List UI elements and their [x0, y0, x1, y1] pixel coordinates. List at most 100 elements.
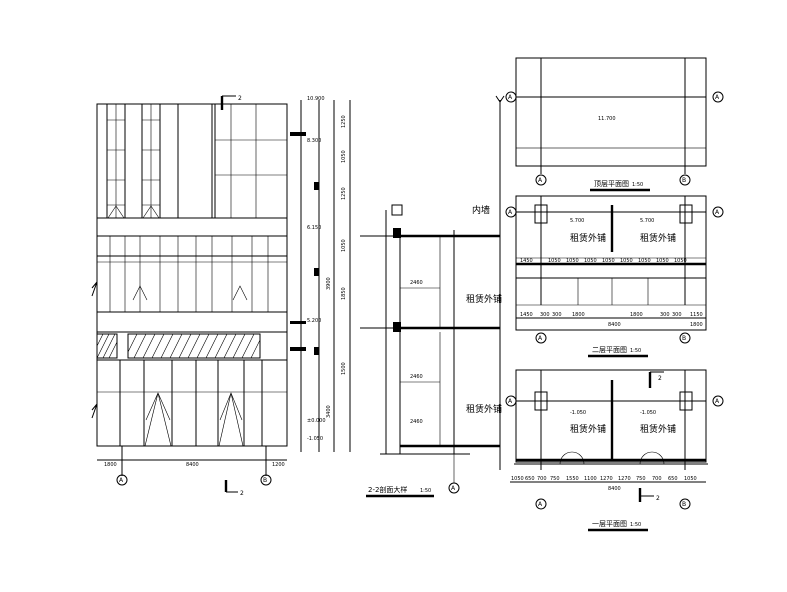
cut-mark-plan: 2 [658, 375, 662, 382]
level-label: 5.700 [570, 218, 584, 224]
roof-plan-scale: 1:50 [632, 182, 643, 188]
window-dim: 1050 [656, 258, 669, 264]
vert-dim: 3400 [326, 405, 332, 418]
bottom-dim: 700 [537, 476, 547, 482]
axis-label: B [682, 177, 686, 184]
inner-wall-label: 内墙 [472, 204, 490, 216]
section-dim: 2460 [410, 280, 423, 286]
vert-dim: 1250 [341, 187, 347, 200]
section-dim: 2460 [410, 374, 423, 380]
room-label: 租赁外铺 [570, 423, 606, 435]
bottom-dim: 300 [552, 312, 562, 318]
axis-label: B [263, 477, 267, 484]
end-dim: 1800 [690, 322, 703, 328]
window-dim: 1050 [548, 258, 561, 264]
roof-level: 11.700 [598, 116, 616, 122]
axis-label: A [715, 94, 720, 101]
canopy-hatch [96, 333, 261, 359]
bottom-dim: 700 [652, 476, 662, 482]
level-label: -1.050 [570, 410, 586, 416]
bottom-dim: 1800 [572, 312, 585, 318]
axis-label: A [451, 485, 456, 492]
bottom-dim: 650 [525, 476, 535, 482]
vert-dim: 1050 [341, 150, 347, 163]
bottom-dim: 300 [540, 312, 550, 318]
axis-label: A [119, 477, 124, 484]
axis-label: A [508, 209, 513, 216]
section-title: 2-2剖面大样 [368, 485, 407, 494]
front-elevation: 2 10.900 8.300 6.150 5.200 ±0.000 -1.050… [91, 95, 351, 497]
axis-label: A [715, 209, 720, 216]
shop-label: 租赁外铺 [466, 293, 502, 305]
axis-label: A [538, 177, 543, 184]
cut-mark-bottom: 2 [240, 490, 244, 497]
shopfront [97, 360, 287, 447]
bottom-dim: 1050 [684, 476, 697, 482]
axis-label: A [538, 501, 543, 508]
axis-label: A [715, 398, 720, 405]
axis-label: B [682, 501, 686, 508]
second-floor-plan: A A 5.700 5.700 租赁外铺 租赁外铺 1450 1050 1050… [505, 195, 724, 358]
section-dim: 2460 [410, 419, 423, 425]
elev-label: ±0.000 [307, 418, 326, 424]
bottom-dim: 300 [672, 312, 682, 318]
vert-dim: 1050 [341, 239, 347, 252]
axis-label: A [508, 94, 513, 101]
first-floor-plan: 2 A A -1.050 -1.050 租赁外铺 租赁外铺 1050 650 7… [505, 369, 724, 532]
bottom-dim: 1150 [690, 312, 703, 318]
bottom-dim: 300 [660, 312, 670, 318]
bottom-dim: 650 [668, 476, 678, 482]
cut-mark-plan: 2 [656, 495, 660, 502]
section-scale: 1:50 [420, 488, 431, 494]
vert-dim: 1500 [341, 362, 347, 375]
room-label: 租赁外铺 [570, 232, 606, 244]
bottom-dim: 750 [550, 476, 560, 482]
cut-mark-top: 2 [238, 95, 242, 102]
bottom-dim: 1800 [630, 312, 643, 318]
roof-plan-title: 顶层平面图 [594, 180, 629, 188]
bottom-dim: 1200 [272, 462, 285, 468]
bottom-dim: 1270 [600, 476, 613, 482]
elev-label: 10.900 [307, 96, 325, 102]
bottom-dim: 1800 [104, 462, 117, 468]
window-dim: 1050 [638, 258, 651, 264]
vert-dim: 1250 [341, 115, 347, 128]
window-dim: 1050 [566, 258, 579, 264]
window-dim: 1450 [520, 258, 533, 264]
first-plan-title: 一层平面图 [592, 520, 627, 528]
vert-dim: 1850 [341, 287, 347, 300]
axis-label: A [508, 398, 513, 405]
elevation-markers [290, 132, 319, 355]
bottom-dim: 1270 [618, 476, 631, 482]
first-plan-scale: 1:50 [630, 522, 641, 528]
level-label: 5.700 [640, 218, 654, 224]
section-2-2: 2460 2460 2460 内墙 租赁外铺 租赁外铺 A 2-2剖面大样 1:… [360, 95, 505, 498]
room-label: 租赁外铺 [640, 232, 676, 244]
shop-label: 租赁外铺 [466, 403, 502, 415]
axis-label: B [682, 335, 686, 342]
window-dim: 1050 [674, 258, 687, 264]
roof-plan: A A A B 11.700 顶层平面图 1:50 [505, 57, 724, 192]
bottom-dim: 1550 [566, 476, 579, 482]
bottom-dim: 1100 [584, 476, 597, 482]
second-floor-windows [97, 236, 287, 312]
room-label: 租赁外铺 [640, 423, 676, 435]
elev-label: 8.300 [307, 138, 321, 144]
total-dim: 8400 [608, 322, 621, 328]
axis-label: A [538, 335, 543, 342]
bottom-dim: 1450 [520, 312, 533, 318]
second-plan-scale: 1:50 [630, 348, 641, 354]
window-dim: 1050 [620, 258, 633, 264]
level-label: -1.050 [640, 410, 656, 416]
bottom-dim: 750 [636, 476, 646, 482]
window-dim: 1050 [584, 258, 597, 264]
window-dim: 1050 [602, 258, 615, 264]
total-dim: 8400 [608, 486, 621, 492]
elev-label: -1.050 [307, 436, 323, 442]
bottom-dim: 1050 [511, 476, 524, 482]
vert-dim: 3900 [326, 277, 332, 290]
second-plan-title: 二层平面图 [592, 346, 627, 354]
bottom-dim: 8400 [186, 462, 199, 468]
elev-label: 6.150 [307, 225, 321, 231]
